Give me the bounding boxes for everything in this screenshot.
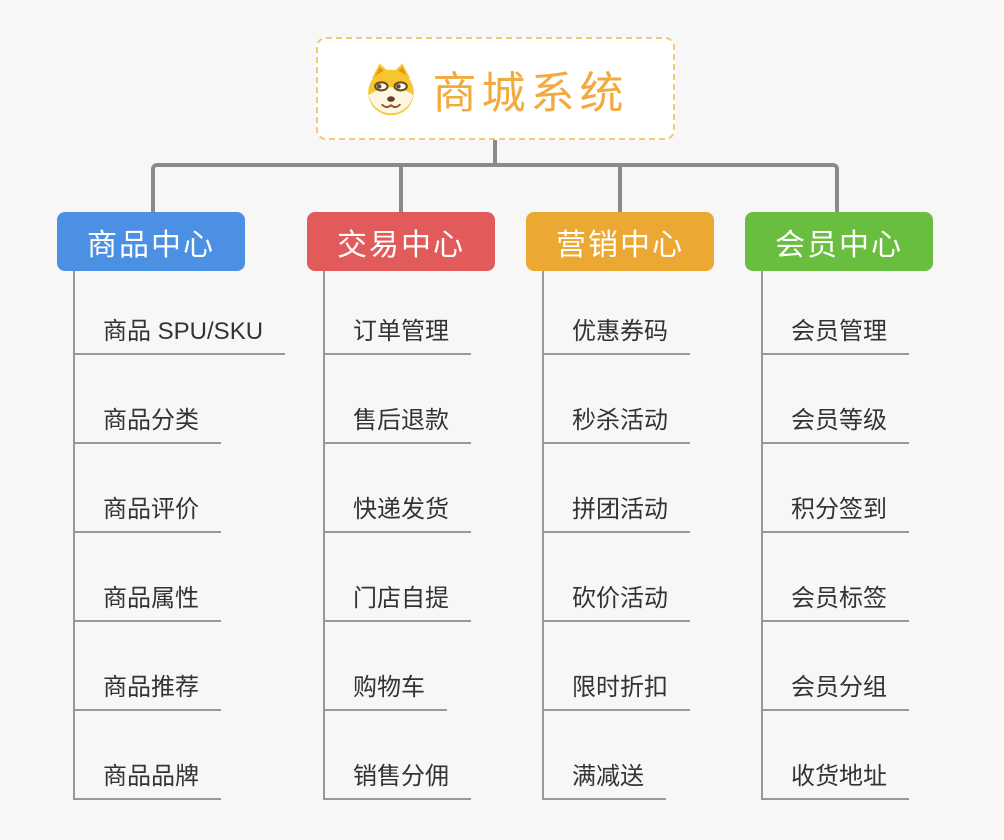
- child-node[interactable]: 商品评价: [73, 491, 221, 533]
- child-node[interactable]: 会员标签: [761, 580, 909, 622]
- child-node[interactable]: 限时折扣: [542, 669, 690, 711]
- child-label: 商品推荐: [103, 674, 199, 701]
- child-label: 门店自提: [353, 585, 449, 612]
- branch-label: 交易中心: [337, 228, 465, 262]
- child-label: 商品评价: [103, 496, 199, 523]
- child-node[interactable]: 拼团活动: [542, 491, 690, 533]
- root-node[interactable]: 商城系统: [316, 37, 675, 140]
- child-label: 销售分佣: [353, 763, 449, 790]
- branch-children-connector: [542, 271, 544, 800]
- child-label: 商品品牌: [103, 763, 199, 790]
- child-label: 积分签到: [791, 496, 887, 523]
- child-label: 商品属性: [103, 585, 199, 612]
- child-node[interactable]: 会员等级: [761, 402, 909, 444]
- child-label: 商品 SPU/SKU: [103, 318, 264, 345]
- branch-children-connector: [323, 271, 325, 800]
- child-label: 会员分组: [791, 674, 887, 701]
- branch-label: 营销中心: [556, 228, 684, 262]
- child-node[interactable]: 商品品牌: [73, 758, 221, 800]
- shiba-dog-icon: [367, 63, 414, 115]
- child-node[interactable]: 优惠券码: [542, 313, 690, 355]
- branch-node-marketing[interactable]: 营销中心: [526, 212, 714, 271]
- child-label: 售后退款: [353, 407, 449, 434]
- branch-node-product[interactable]: 商品中心: [57, 212, 245, 271]
- child-node[interactable]: 销售分佣: [323, 758, 471, 800]
- branch-children-connector: [73, 271, 75, 800]
- root-stub-connector: [493, 140, 497, 166]
- branch-column-marketing: 营销中心 优惠券码 秒杀活动 拼团活动 砍价活动 限时折扣 满减送: [526, 212, 714, 812]
- child-label: 砍价活动: [572, 585, 668, 612]
- branch-column-member: 会员中心 会员管理 会员等级 积分签到 会员标签 会员分组 收货地址: [745, 212, 933, 812]
- child-label: 订单管理: [353, 318, 449, 345]
- child-node[interactable]: 商品属性: [73, 580, 221, 622]
- child-node[interactable]: 收货地址: [761, 758, 909, 800]
- child-node[interactable]: 商品分类: [73, 402, 221, 444]
- child-node[interactable]: 购物车: [323, 669, 447, 711]
- child-node[interactable]: 快递发货: [323, 491, 471, 533]
- child-label: 收货地址: [791, 763, 887, 790]
- child-node[interactable]: 商品推荐: [73, 669, 221, 711]
- child-label: 优惠券码: [572, 318, 668, 345]
- child-label: 快递发货: [353, 496, 449, 523]
- branch-node-trade[interactable]: 交易中心: [307, 212, 495, 271]
- child-node[interactable]: 满减送: [542, 758, 666, 800]
- child-label: 会员标签: [791, 585, 887, 612]
- branch-children-connector: [761, 271, 763, 800]
- child-node[interactable]: 售后退款: [323, 402, 471, 444]
- child-label: 会员管理: [791, 318, 887, 345]
- child-node[interactable]: 订单管理: [323, 313, 471, 355]
- child-node[interactable]: 砍价活动: [542, 580, 690, 622]
- branch-column-product: 商品中心 商品 SPU/SKU 商品分类 商品评价 商品属性 商品推荐 商品品牌: [57, 212, 286, 812]
- child-node[interactable]: 会员分组: [761, 669, 909, 711]
- branch-drop-connector: [618, 166, 622, 212]
- tree-bracket-connector: [151, 163, 839, 212]
- child-label: 购物车: [353, 674, 425, 701]
- child-label: 秒杀活动: [572, 407, 668, 434]
- child-node[interactable]: 会员管理: [761, 313, 909, 355]
- branch-column-trade: 交易中心 订单管理 售后退款 快递发货 门店自提 购物车 销售分佣: [307, 212, 495, 812]
- child-label: 商品分类: [103, 407, 199, 434]
- branch-node-member[interactable]: 会员中心: [745, 212, 933, 271]
- child-node[interactable]: 积分签到: [761, 491, 909, 533]
- child-node[interactable]: 秒杀活动: [542, 402, 690, 444]
- branch-label: 商品中心: [87, 228, 215, 262]
- child-node[interactable]: 门店自提: [323, 580, 471, 622]
- child-label: 拼团活动: [572, 496, 668, 523]
- child-label: 满减送: [572, 763, 644, 790]
- branch-label: 会员中心: [775, 228, 903, 262]
- root-title: 商城系统: [432, 68, 629, 118]
- child-label: 限时折扣: [572, 674, 668, 701]
- child-label: 会员等级: [791, 407, 887, 434]
- branch-drop-connector: [399, 166, 403, 212]
- child-node[interactable]: 商品 SPU/SKU: [73, 313, 286, 355]
